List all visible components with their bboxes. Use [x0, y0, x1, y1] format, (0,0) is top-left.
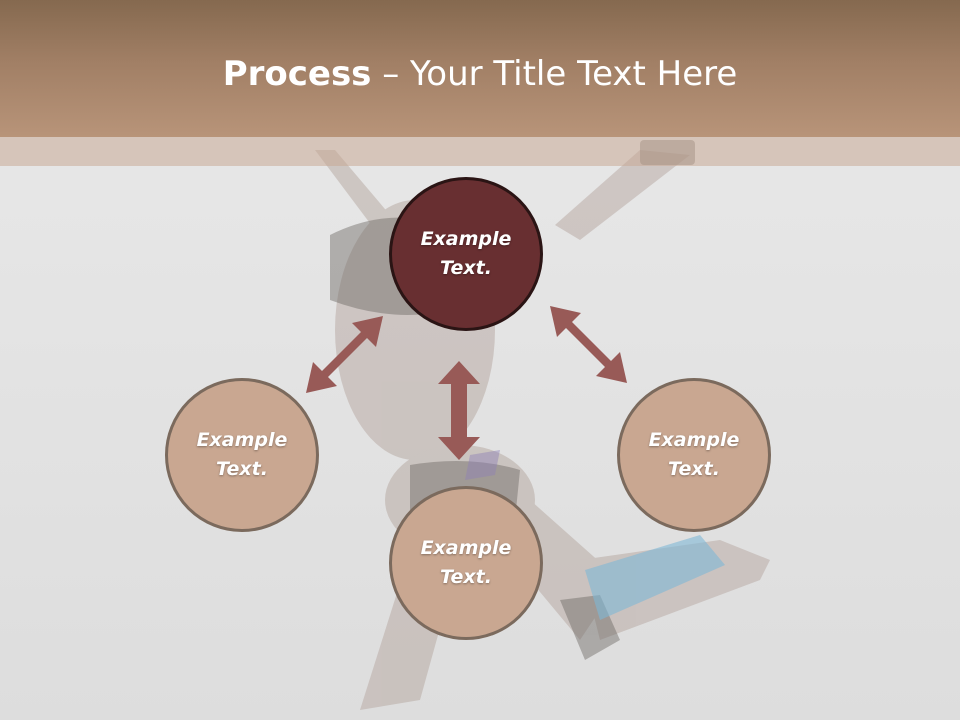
double-arrow-top-right[interactable]: [550, 306, 627, 383]
node-label: Example Text.: [648, 429, 740, 480]
process-node-right[interactable]: Example Text.: [617, 378, 771, 532]
process-node-bottom[interactable]: Example Text.: [389, 486, 543, 640]
double-arrow-vertical[interactable]: [438, 361, 480, 460]
double-arrow-top-left[interactable]: [306, 316, 383, 393]
node-label: Example Text.: [420, 537, 512, 588]
title-bar-strip: [0, 137, 960, 166]
title-bar: [0, 0, 960, 137]
process-node-left[interactable]: Example Text.: [165, 378, 319, 532]
node-label: Example Text.: [420, 228, 512, 279]
process-node-top[interactable]: Example Text.: [389, 177, 543, 331]
node-label: Example Text.: [196, 429, 288, 480]
title-regular-part: – Your Title Text Here: [371, 54, 738, 94]
title-bold-part: Process: [222, 54, 372, 94]
slide-title[interactable]: Process – Your Title Text Here: [0, 50, 960, 98]
